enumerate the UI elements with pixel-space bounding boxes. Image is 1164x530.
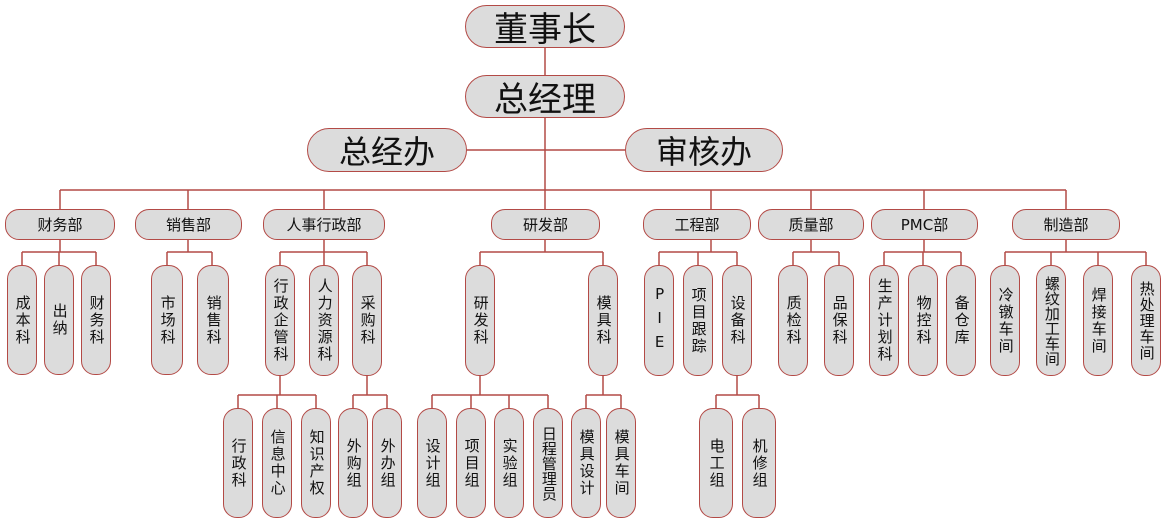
node-info-center: 信息中心 — [262, 408, 292, 518]
node-quality-dept: 质量部 — [758, 209, 864, 240]
node-general-manager: 总经理 — [465, 75, 625, 120]
node-schedule-admin: 日程管理员 — [533, 408, 563, 518]
node-sales-dept: 销售部 — [135, 209, 242, 240]
node-design-group: 设计组 — [417, 408, 447, 518]
node-qa-section: 品保科 — [824, 265, 854, 376]
node-rd-section: 研发科 — [465, 265, 495, 376]
node-sales-section: 销售科 — [197, 265, 229, 375]
node-equipment-section: 设备科 — [722, 265, 752, 376]
node-gm-office: 总经办 — [307, 128, 467, 172]
node-mold-design: 模具设计 — [571, 408, 601, 518]
node-qc-section: 质检科 — [778, 265, 808, 376]
node-purchase-section: 采购科 — [352, 265, 382, 376]
node-manufacturing-dept: 制造部 — [1012, 209, 1120, 240]
node-welding-workshop: 焊接车间 — [1083, 265, 1113, 376]
node-admin-section: 行政科 — [223, 408, 253, 518]
node-market-section: 市场科 — [151, 265, 183, 375]
node-hr-admin-dept: 人事行政部 — [263, 209, 385, 240]
node-engineering-dept: 工程部 — [643, 209, 751, 240]
node-finance-section: 财务科 — [81, 265, 111, 375]
node-outsourcing-group: 外购组 — [338, 408, 368, 518]
node-production-planning: 生产计划科 — [869, 265, 899, 376]
node-outsourcing-office-group: 外办组 — [372, 408, 402, 518]
node-thread-processing-workshop: 螺纹加工车间 — [1036, 265, 1066, 376]
node-heat-treatment-workshop: 热处理车间 — [1131, 265, 1161, 376]
node-spare-warehouse: 备仓库 — [946, 265, 976, 376]
node-project-group: 项目组 — [456, 408, 486, 518]
node-cold-heading-workshop: 冷镦车间 — [990, 265, 1020, 376]
node-admin-mgmt-section: 行政企管科 — [265, 265, 295, 376]
node-chairman: 董事长 — [465, 5, 625, 50]
node-cost-section: 成本科 — [7, 265, 37, 375]
node-finance-dept: 财务部 — [5, 209, 115, 240]
node-ip-section: 知识产权 — [301, 408, 331, 518]
node-maintenance-group: 机修组 — [742, 408, 776, 518]
node-pie: PIE — [644, 265, 674, 376]
node-mold-section: 模具科 — [588, 265, 618, 376]
node-lab-group: 实验组 — [494, 408, 524, 518]
node-rd-dept: 研发部 — [491, 209, 600, 240]
node-hr-section: 人力资源科 — [309, 265, 339, 376]
node-audit-office: 审核办 — [625, 128, 783, 172]
node-electrical-group: 电工组 — [699, 408, 733, 518]
node-material-control: 物控科 — [908, 265, 938, 376]
node-pmc-dept: PMC部 — [871, 209, 978, 240]
node-mold-workshop: 模具车间 — [606, 408, 636, 518]
node-project-tracking: 项目跟踪 — [683, 265, 713, 376]
node-cashier: 出纳 — [44, 265, 74, 375]
